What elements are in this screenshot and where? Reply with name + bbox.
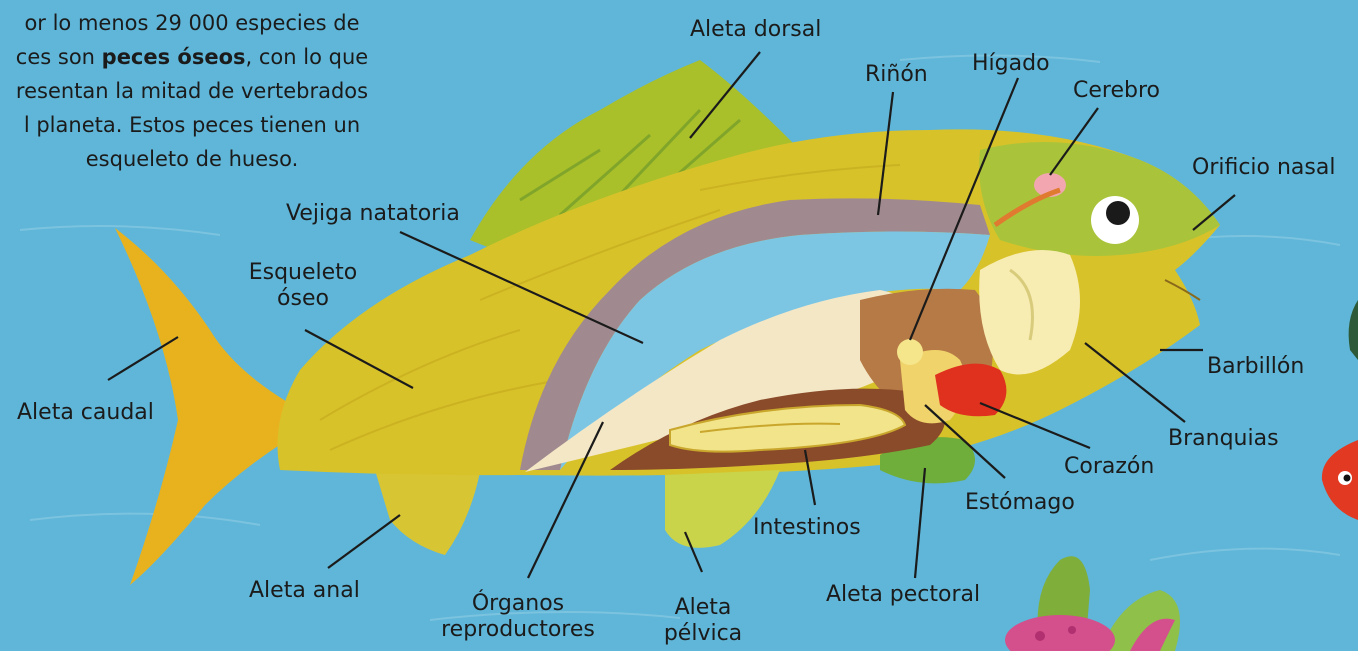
- intro-line-1: or lo menos 29 000 especies de: [24, 11, 359, 35]
- label-aleta-pelvica: Aleta pélvica: [663, 595, 743, 647]
- label-orificio-nasal: Orificio nasal: [1192, 155, 1335, 181]
- intro-line-4: l planeta. Estos peces tienen un: [24, 113, 360, 137]
- intro-line-2b: , con lo que: [246, 45, 369, 69]
- label-barbillon: Barbillón: [1207, 354, 1304, 380]
- label-estomago: Estómago: [965, 490, 1075, 516]
- intro-line-5: esqueleto de hueso.: [86, 147, 299, 171]
- label-esqueleto-oseo: Esqueleto óseo: [238, 260, 368, 312]
- intro-line-3: resentan la mitad de vertebrados: [16, 79, 368, 103]
- label-rinon: Riñón: [865, 62, 928, 88]
- label-organos-line2: reproductores: [441, 617, 595, 642]
- label-organos-reproductores: Órganos reproductores: [428, 591, 608, 643]
- intro-line-2a: ces son: [16, 45, 102, 69]
- label-organos-line1: Órganos: [472, 591, 564, 616]
- label-esqueleto-line1: Esqueleto: [249, 260, 358, 285]
- label-higado: Hígado: [972, 51, 1050, 77]
- label-aleta-pectoral: Aleta pectoral: [826, 582, 980, 608]
- label-esqueleto-line2: óseo: [277, 286, 329, 311]
- label-aleta-caudal: Aleta caudal: [17, 400, 154, 426]
- label-branquias: Branquias: [1168, 426, 1279, 452]
- label-aleta-dorsal: Aleta dorsal: [690, 17, 821, 43]
- label-pelvica-line1: Aleta: [675, 595, 732, 620]
- label-vejiga-natatoria: Vejiga natatoria: [286, 201, 460, 227]
- label-intestinos: Intestinos: [753, 515, 861, 541]
- liver-nub: [897, 339, 923, 365]
- intro-bold-term: peces óseos: [102, 45, 246, 69]
- label-aleta-anal: Aleta anal: [249, 578, 360, 604]
- intro-text: or lo menos 29 000 especies de ces son p…: [0, 6, 402, 176]
- label-pelvica-line2: pélvica: [664, 621, 742, 646]
- label-cerebro: Cerebro: [1073, 78, 1160, 104]
- label-corazon: Corazón: [1064, 454, 1154, 480]
- eye-pupil: [1106, 201, 1130, 225]
